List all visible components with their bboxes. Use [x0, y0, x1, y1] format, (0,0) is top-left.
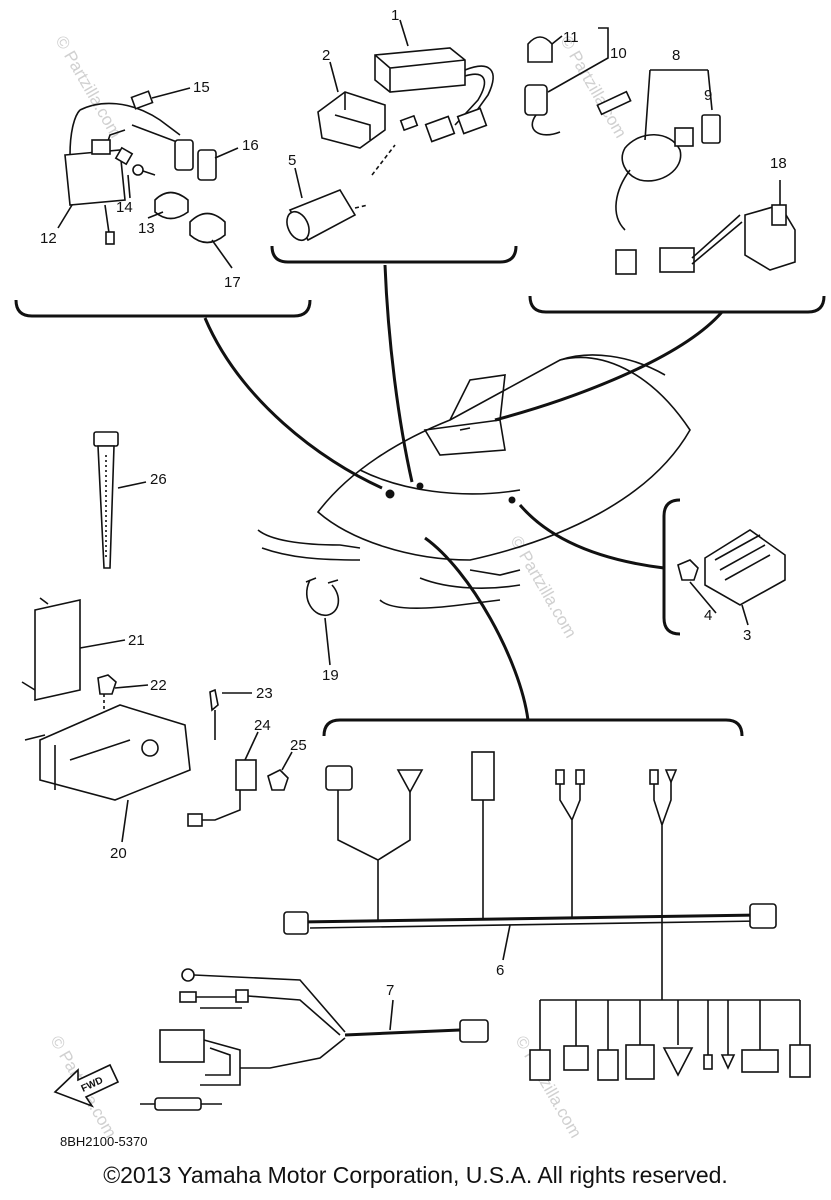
callout-23: 23 — [256, 685, 273, 702]
callout-13: 13 — [138, 220, 155, 237]
callout-21: 21 — [128, 632, 145, 649]
forward-arrow-icon: FWD — [53, 1063, 120, 1108]
callout-leaders — [57, 19, 781, 1031]
mounting-bracket-group — [21, 597, 289, 827]
callout-16: 16 — [242, 137, 259, 154]
wire-clip — [305, 577, 340, 616]
main-switch-assembly — [524, 36, 796, 275]
callout-20: 20 — [110, 845, 127, 862]
watermark: © Partzilla.com — [52, 33, 126, 142]
callout-1: 1 — [391, 7, 399, 24]
sub-wire-harness — [140, 968, 489, 1111]
callout-4: 4 — [704, 607, 712, 624]
watermark: © Partzilla.com — [507, 533, 581, 642]
callout-7: 7 — [386, 982, 394, 999]
callout-8: 8 — [672, 47, 680, 64]
diagram-code: 8BH2100-5370 — [60, 1134, 147, 1149]
callout-17: 17 — [224, 274, 241, 291]
callout-24: 24 — [254, 717, 271, 734]
callout-14: 14 — [116, 199, 133, 216]
callout-15: 15 — [193, 79, 210, 96]
voltage-regulator — [677, 529, 786, 606]
callout-labels: 1 2 3 4 5 6 7 8 9 10 11 12 13 14 15 16 1… — [40, 7, 787, 999]
callout-18: 18 — [770, 155, 787, 172]
callout-9: 9 — [704, 87, 712, 104]
resistor-cap — [286, 144, 396, 242]
main-wire-harness — [283, 751, 811, 1081]
callout-22: 22 — [150, 677, 167, 694]
snowmobile-outline — [257, 354, 691, 610]
bracket-center — [270, 245, 518, 264]
callout-19: 19 — [322, 667, 339, 684]
leader-curves — [203, 264, 724, 721]
callout-6: 6 — [496, 962, 504, 979]
cdi-bracket — [317, 91, 386, 149]
callout-26: 26 — [150, 471, 167, 488]
callout-11: 11 — [563, 29, 579, 46]
callout-3: 3 — [743, 627, 751, 644]
cable-tie — [93, 431, 119, 569]
bracket-harness — [322, 718, 744, 737]
group-brackets — [14, 245, 826, 737]
bracket-regulator — [662, 498, 681, 636]
ignition-coil — [64, 102, 181, 245]
callout-5: 5 — [288, 152, 296, 169]
callout-10: 10 — [610, 45, 627, 62]
bracket-left — [14, 299, 312, 318]
callout-2: 2 — [322, 47, 330, 64]
copyright-notice: ©2013 Yamaha Motor Corporation, U.S.A. A… — [103, 1162, 728, 1188]
bracket-right — [528, 295, 826, 314]
cdi-unit — [374, 47, 494, 143]
callout-25: 25 — [290, 737, 307, 754]
callout-12: 12 — [40, 230, 57, 247]
coil-small-parts — [114, 90, 226, 244]
